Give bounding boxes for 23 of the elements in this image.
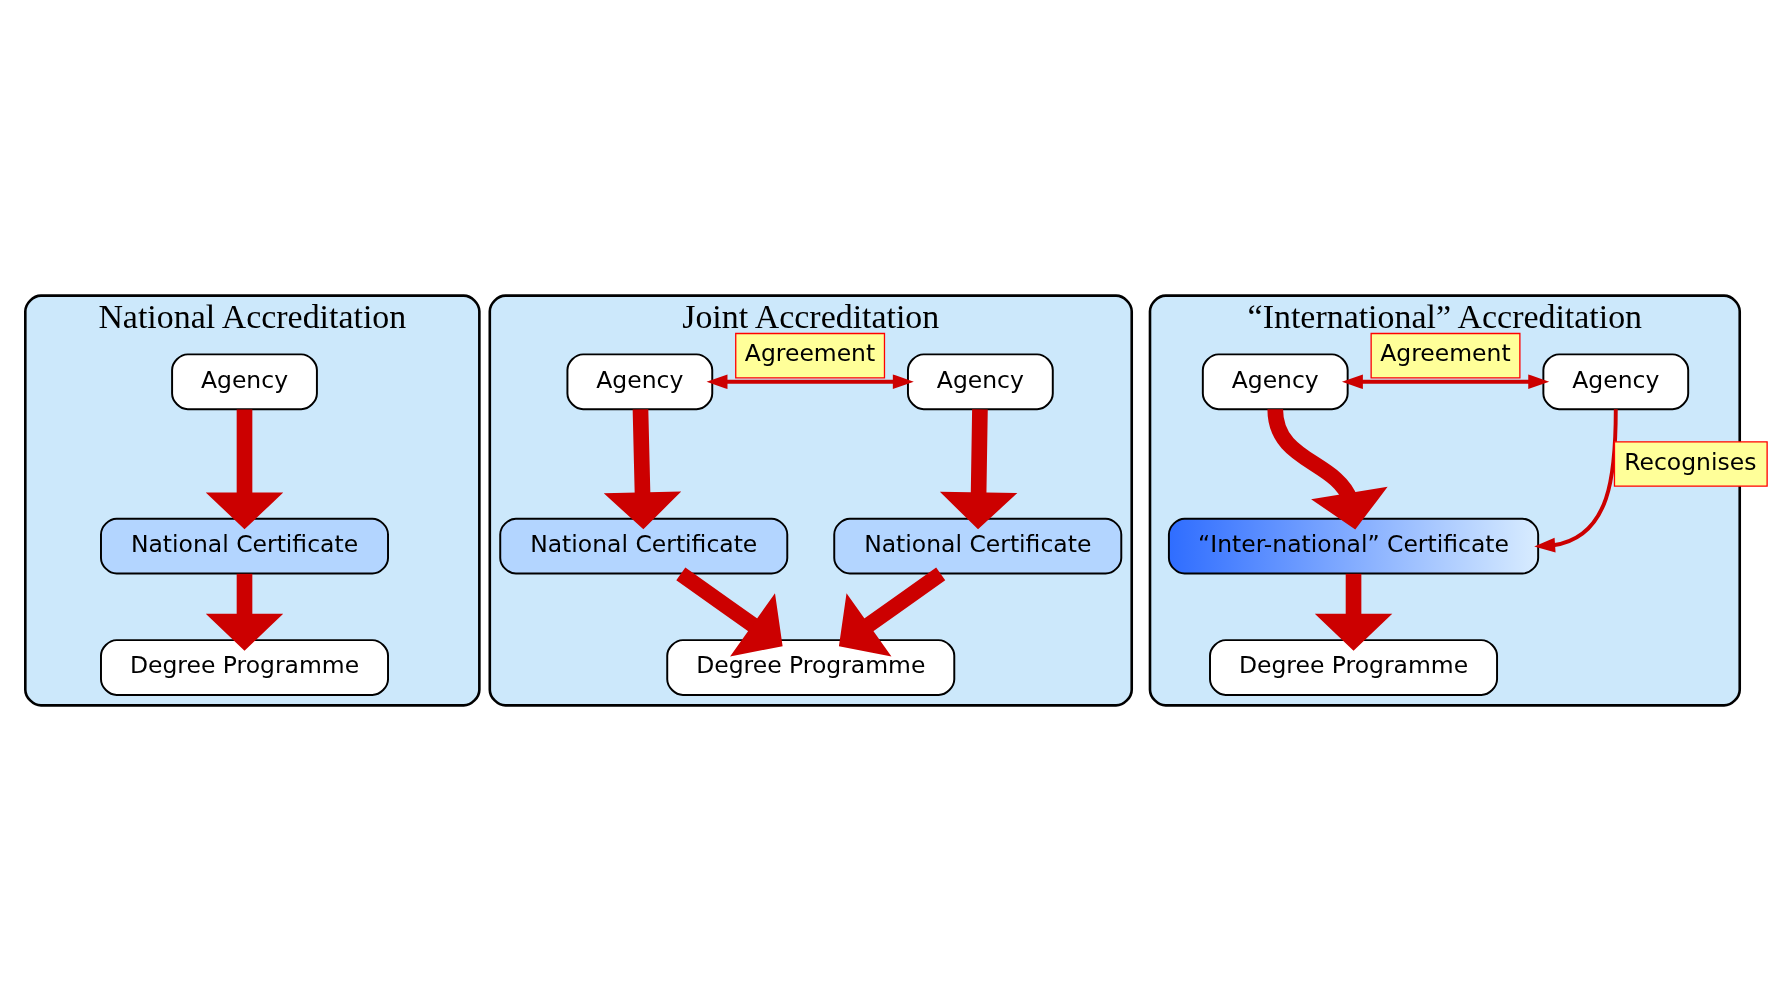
- node-box: Agency: [1542, 353, 1690, 411]
- arrow: [939, 409, 1018, 530]
- node-box: Agency: [907, 353, 1054, 411]
- node-box: Agency: [1201, 353, 1349, 411]
- arrow: [603, 409, 682, 530]
- arrow: [205, 409, 284, 530]
- arrow: [1341, 374, 1550, 390]
- node-box: Degree Programme: [100, 639, 389, 696]
- node-box: National Certificate: [499, 517, 789, 575]
- node-box: Degree Programme: [666, 639, 956, 696]
- node-box: “Inter-national” Certificate: [1167, 517, 1540, 575]
- node-box: Agency: [171, 353, 318, 411]
- arrow: [205, 573, 284, 651]
- node-box: National Certificate: [833, 517, 1123, 575]
- edge-label: Agreement: [744, 339, 876, 368]
- arrow: [1314, 573, 1393, 651]
- arrow: [1534, 409, 1618, 553]
- node-box: National Certificate: [100, 517, 389, 575]
- node-box: Degree Programme: [1209, 639, 1499, 696]
- arrow: [1267, 408, 1388, 530]
- arrow: [706, 374, 914, 390]
- edge-label: Agreement: [1380, 339, 1511, 368]
- node-box: Agency: [566, 353, 714, 411]
